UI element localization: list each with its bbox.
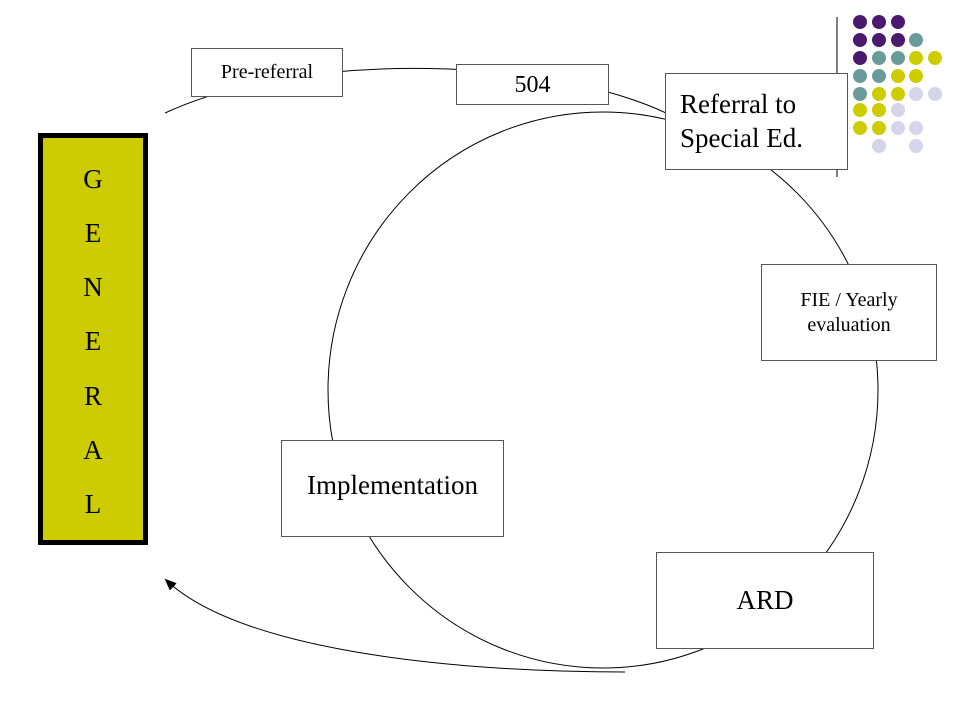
decor-dot: [891, 69, 905, 83]
evaluation-label-line1: FIE / Yearly: [800, 288, 898, 311]
section-504-box: 504: [456, 64, 609, 105]
section-504-label: 504: [514, 71, 551, 98]
referral-label-line1: Referral to: [680, 88, 797, 119]
ard-box: ARD: [656, 552, 874, 649]
decor-dot: [909, 139, 923, 153]
decor-dot: [872, 69, 886, 83]
return-arrow: [164, 578, 626, 673]
ard-label: ARD: [736, 584, 794, 615]
decor-dot: [891, 103, 905, 117]
general-letter: E: [84, 217, 102, 248]
decor-dot: [872, 87, 886, 101]
referral-label-line2: Special Ed.: [680, 122, 803, 153]
decor-dot: [853, 121, 867, 135]
decor-dot: [872, 15, 886, 29]
decor-dot: [872, 33, 886, 47]
general-banner: G E N E R A L: [38, 133, 148, 545]
decor-dot: [853, 87, 867, 101]
prereferral-box: Pre-referral: [191, 48, 343, 97]
general-letter: N: [83, 272, 103, 303]
decor-dot: [909, 87, 923, 101]
decor-dot: [872, 121, 886, 135]
decor-dot: [853, 103, 867, 117]
decor-dot: [853, 15, 867, 29]
general-letter: R: [83, 380, 102, 411]
evaluation-label: FIE / Yearly evaluation: [800, 288, 897, 338]
decor-dot: [891, 51, 905, 65]
decor-dot: [872, 139, 886, 153]
decor-dot: [928, 87, 942, 101]
evaluation-label-line2: evaluation: [807, 313, 891, 336]
decor-dot: [909, 51, 923, 65]
decor-dot: [891, 33, 905, 47]
decor-dot: [891, 87, 905, 101]
cycle-circle: [327, 111, 879, 669]
decor-dot-grid: [853, 15, 942, 153]
decor-dot: [928, 51, 942, 65]
decor-dot: [909, 121, 923, 135]
general-letter: A: [83, 435, 103, 466]
decor-dot: [891, 15, 905, 29]
decor-dot: [853, 33, 867, 47]
implementation-label: Implementation: [307, 470, 478, 500]
general-letter: L: [84, 489, 102, 520]
decor-dot: [872, 51, 886, 65]
referral-box: Referral to Special Ed.: [665, 73, 848, 170]
decor-dot: [853, 69, 867, 83]
general-letter: G: [83, 163, 103, 194]
implementation-box: Implementation: [281, 440, 504, 537]
decor-dot: [853, 51, 867, 65]
referral-label: Referral to Special Ed.: [680, 88, 803, 156]
evaluation-box: FIE / Yearly evaluation: [761, 264, 937, 361]
decor-dot: [872, 103, 886, 117]
prereferral-label: Pre-referral: [220, 61, 314, 83]
decor-dot: [909, 69, 923, 83]
decor-dot: [909, 33, 923, 47]
decor-dot: [891, 121, 905, 135]
general-letter: E: [84, 326, 102, 357]
